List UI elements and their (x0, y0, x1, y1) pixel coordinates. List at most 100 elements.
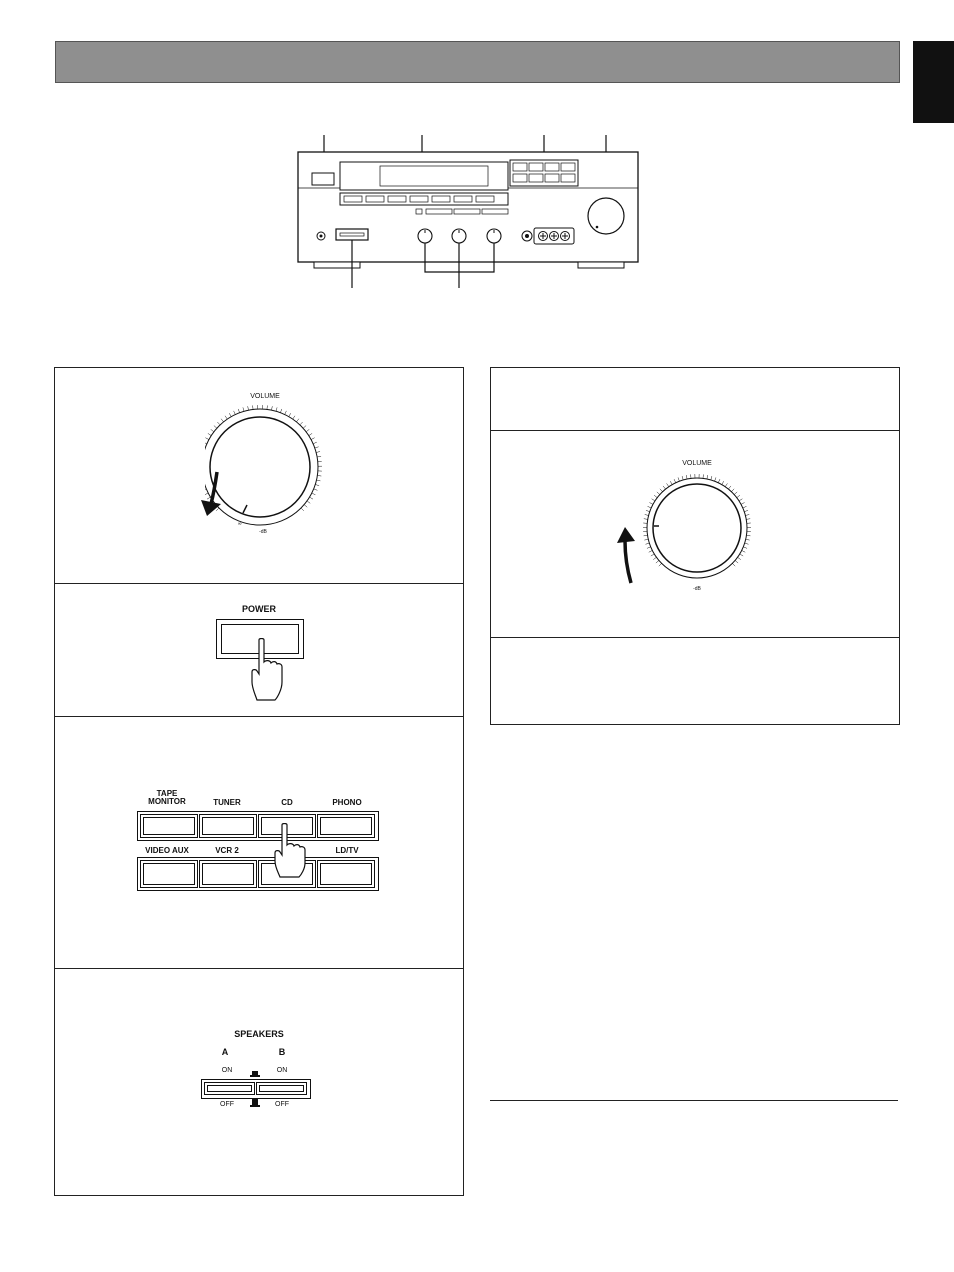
dial-tick (205, 492, 209, 495)
dial-tick (284, 410, 287, 415)
speaker-b-switch[interactable] (256, 1082, 307, 1095)
power-label: POWER (241, 604, 276, 614)
dial-tick (210, 429, 215, 432)
dial-tick (710, 476, 713, 481)
dial-tick (741, 550, 746, 553)
speaker-b-off-label: OFF (275, 1101, 289, 1108)
speaker-b-label: B (278, 1047, 286, 1057)
input-selector-bottom-row (137, 857, 379, 891)
step-divider (491, 637, 899, 638)
phono-button[interactable] (317, 814, 375, 838)
dial-tick (317, 475, 322, 477)
dial-tick (310, 437, 315, 440)
dial-tick (742, 506, 747, 509)
switch-position-icon (250, 1071, 260, 1107)
dial-tick (738, 498, 743, 502)
dial-tick (734, 491, 738, 495)
key-label-phono: PHONO (332, 798, 362, 807)
dial-tick (233, 410, 236, 415)
step-divider (491, 430, 899, 431)
volume-dial-title: VOLUME (250, 393, 280, 400)
dial-tick (313, 488, 318, 491)
dial-tick (731, 488, 735, 492)
dial-tick (647, 506, 652, 509)
volume-dial-left: VOLUME -dB ∞ (205, 393, 325, 553)
dial-tick (744, 510, 749, 512)
dial-tick (311, 492, 316, 496)
dial-tick (732, 563, 736, 567)
dial-tick (744, 542, 749, 545)
speaker-a-switch[interactable] (204, 1082, 255, 1095)
dial-tick (300, 507, 305, 512)
volume-knob-drawing: -dB (643, 474, 751, 592)
key-label-tuner: TUNER (213, 798, 241, 807)
key-label-ld-tv: LD/TV (335, 846, 359, 855)
dial-tick (643, 535, 648, 537)
dial-tick (714, 477, 717, 482)
dial-tick (745, 514, 750, 516)
step-divider (55, 583, 463, 584)
dial-tick (643, 518, 648, 520)
dial-tick (648, 550, 653, 553)
video-aux-button[interactable] (140, 860, 198, 888)
dial-tick (644, 514, 649, 516)
dial-tick (658, 563, 662, 567)
left-steps-box: VOLUME -dB ∞ POWER TAPE MONITOR TUNER CD… (54, 367, 464, 1196)
dial-tick (644, 538, 649, 541)
dial-tick (317, 456, 322, 458)
dial-tick (669, 480, 673, 485)
dial-tick (229, 413, 232, 417)
dial-tick (237, 408, 240, 413)
tape-monitor-button[interactable] (140, 814, 198, 838)
dial-tick (314, 446, 319, 449)
dial-tick (220, 418, 224, 423)
ld-tv-button[interactable] (317, 860, 375, 888)
dial-tick (677, 477, 680, 482)
dial-tick (743, 546, 748, 549)
key-label-vcr2: VCR 2 (215, 846, 239, 855)
dial-tick (673, 479, 676, 483)
dial-tick (247, 406, 249, 411)
dial-tick (646, 546, 651, 549)
dial-tick (740, 502, 745, 505)
dial-tick (224, 415, 228, 420)
dial-tick (217, 421, 221, 426)
receiver-front-panel-illustration (297, 135, 639, 288)
dial-tick (737, 557, 741, 560)
key-label-tape-monitor: TAPE MONITOR (148, 789, 186, 806)
dial-tick (315, 484, 320, 486)
right-steps-box: VOLUME -dB (490, 367, 900, 725)
dial-tick (662, 485, 666, 490)
dial-tick (706, 475, 708, 480)
speaker-b-on-label: ON (276, 1067, 288, 1074)
speaker-a-label: A (221, 1047, 229, 1057)
svg-text:∞: ∞ (238, 521, 242, 527)
svg-text:-dB: -dB (693, 586, 701, 592)
dial-tick (653, 495, 658, 498)
dial-tick (206, 496, 211, 500)
dial-tick (649, 502, 654, 505)
dial-tick (302, 425, 307, 429)
dial-tick (299, 421, 303, 426)
dial-tick (316, 479, 321, 482)
dial-tick (205, 437, 210, 440)
speaker-a-on-label: ON (221, 1067, 233, 1074)
dial-tick (745, 538, 750, 541)
dial-tick (651, 498, 656, 502)
tuner-button[interactable] (199, 814, 257, 838)
dial-tick (303, 504, 308, 508)
vcr2-button[interactable] (199, 860, 257, 888)
dial-tick (656, 491, 660, 495)
dial-tick (280, 408, 283, 413)
dial-tick (213, 425, 218, 429)
input-selector: TAPE MONITOR TUNER CD PHONO VIDEO AUX VC… (137, 790, 379, 891)
rotate-down-arrow (201, 471, 221, 516)
dial-tick (739, 553, 744, 557)
finger-press-icon (274, 823, 306, 878)
speaker-a-off-label: OFF (220, 1101, 234, 1108)
dial-tick (728, 485, 732, 490)
section-header-bar (55, 41, 900, 83)
finger-press-icon (251, 638, 283, 701)
dial-tick (296, 418, 300, 423)
key-label-cd: CD (281, 798, 293, 807)
